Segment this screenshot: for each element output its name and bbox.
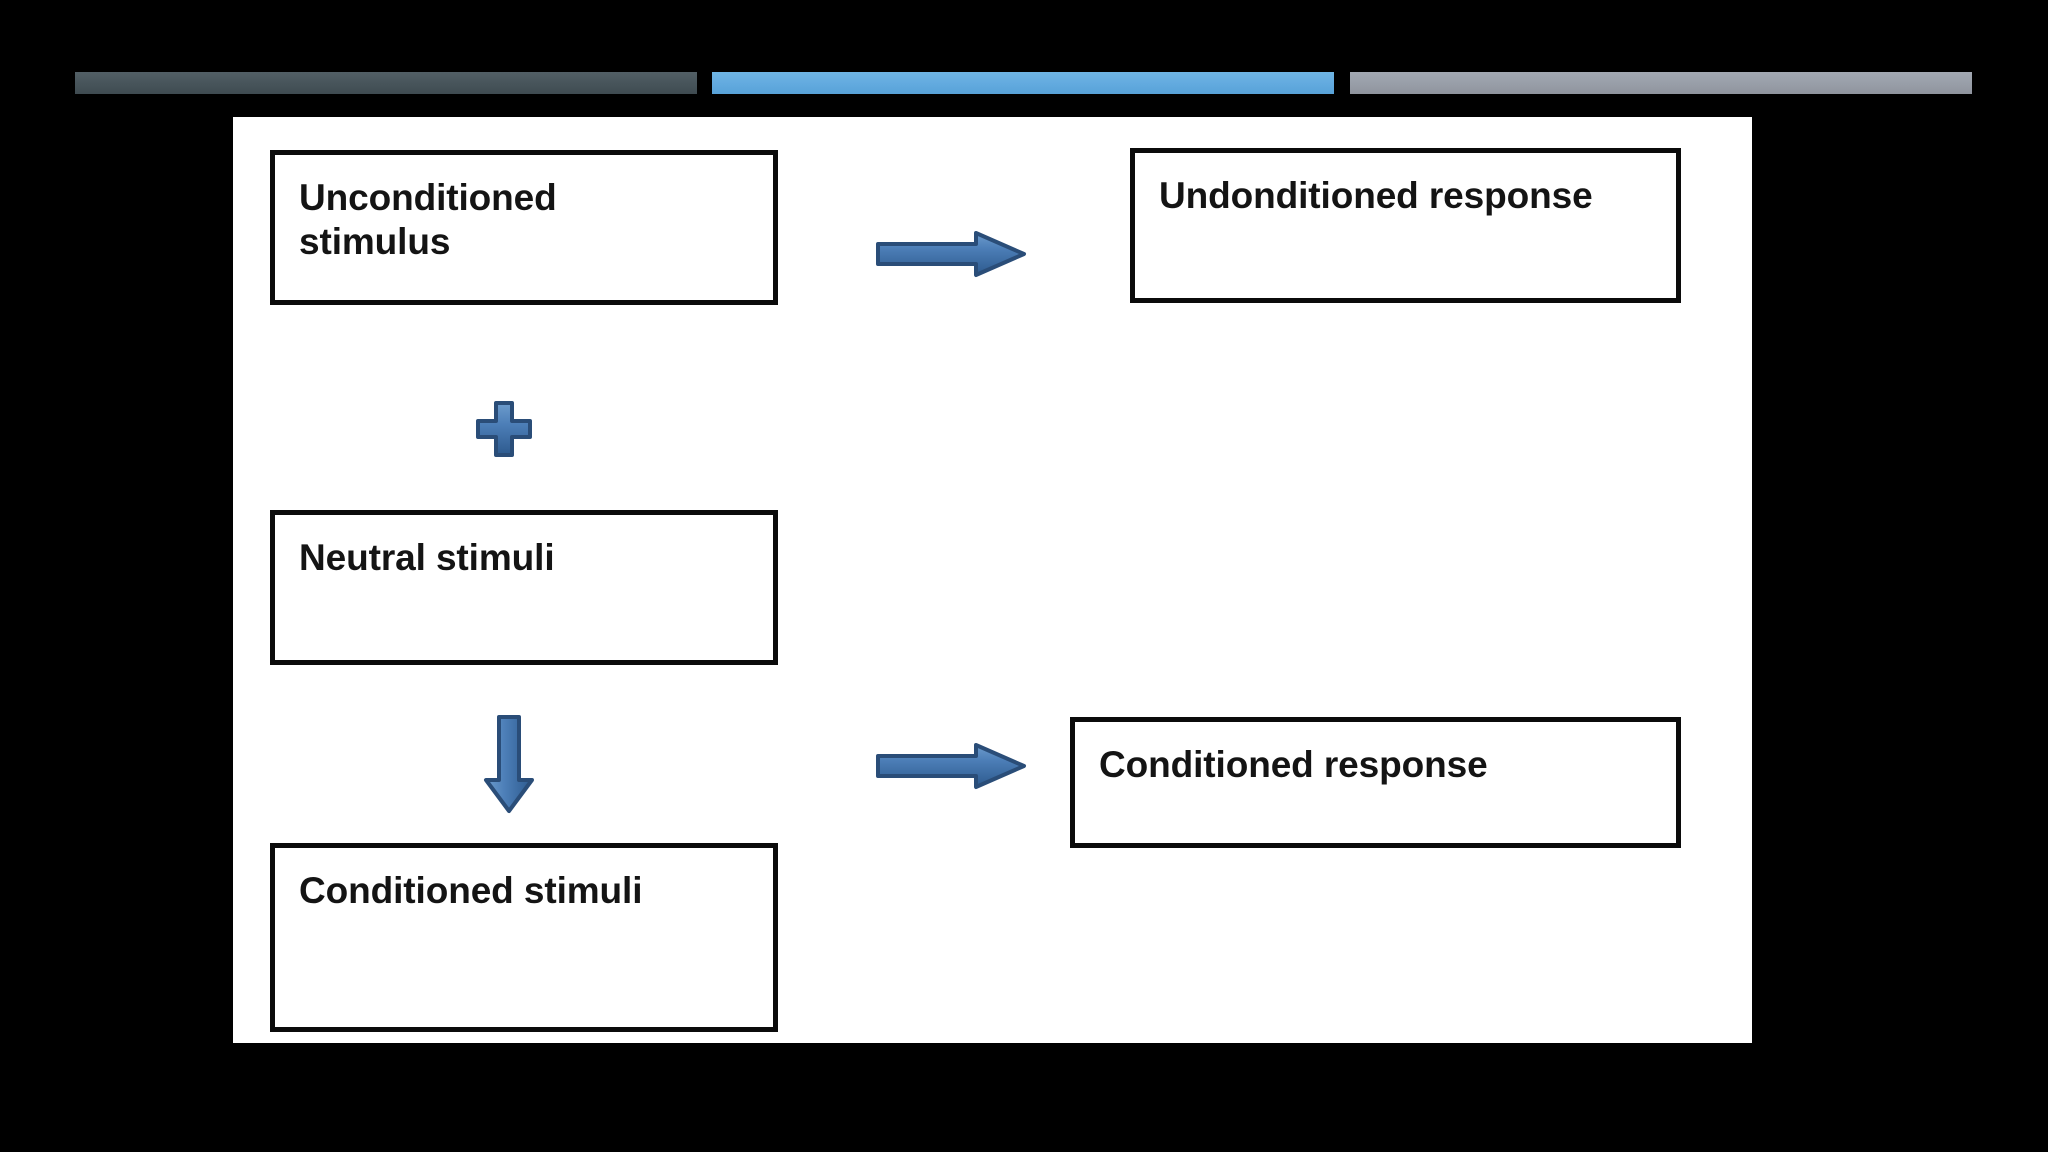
box-unconditioned-response: Undonditioned response [1130, 148, 1681, 303]
box-unconditioned-response-label: Undonditioned response [1159, 175, 1593, 216]
topbar-segment-blue [712, 72, 1334, 94]
arrow-down-icon [483, 714, 535, 814]
slide-panel: Unconditioned stimulus Undonditioned res… [233, 117, 1752, 1043]
arrow-right-icon [875, 230, 1027, 278]
arrow-right-icon [875, 742, 1027, 790]
box-conditioned-stimuli: Conditioned stimuli [270, 843, 778, 1032]
box-conditioned-response-label: Conditioned response [1099, 744, 1488, 785]
box-conditioned-stimuli-label: Conditioned stimuli [299, 870, 643, 911]
topbar-segment-grey [1350, 72, 1972, 94]
box-neutral-stimuli: Neutral stimuli [270, 510, 778, 665]
box-neutral-stimuli-label: Neutral stimuli [299, 537, 555, 578]
box-unconditioned-stimulus: Unconditioned stimulus [270, 150, 778, 305]
box-unconditioned-stimulus-label: Unconditioned stimulus [299, 177, 557, 262]
plus-icon [475, 400, 533, 458]
topbar-segment-dark [75, 72, 697, 94]
box-conditioned-response: Conditioned response [1070, 717, 1681, 848]
